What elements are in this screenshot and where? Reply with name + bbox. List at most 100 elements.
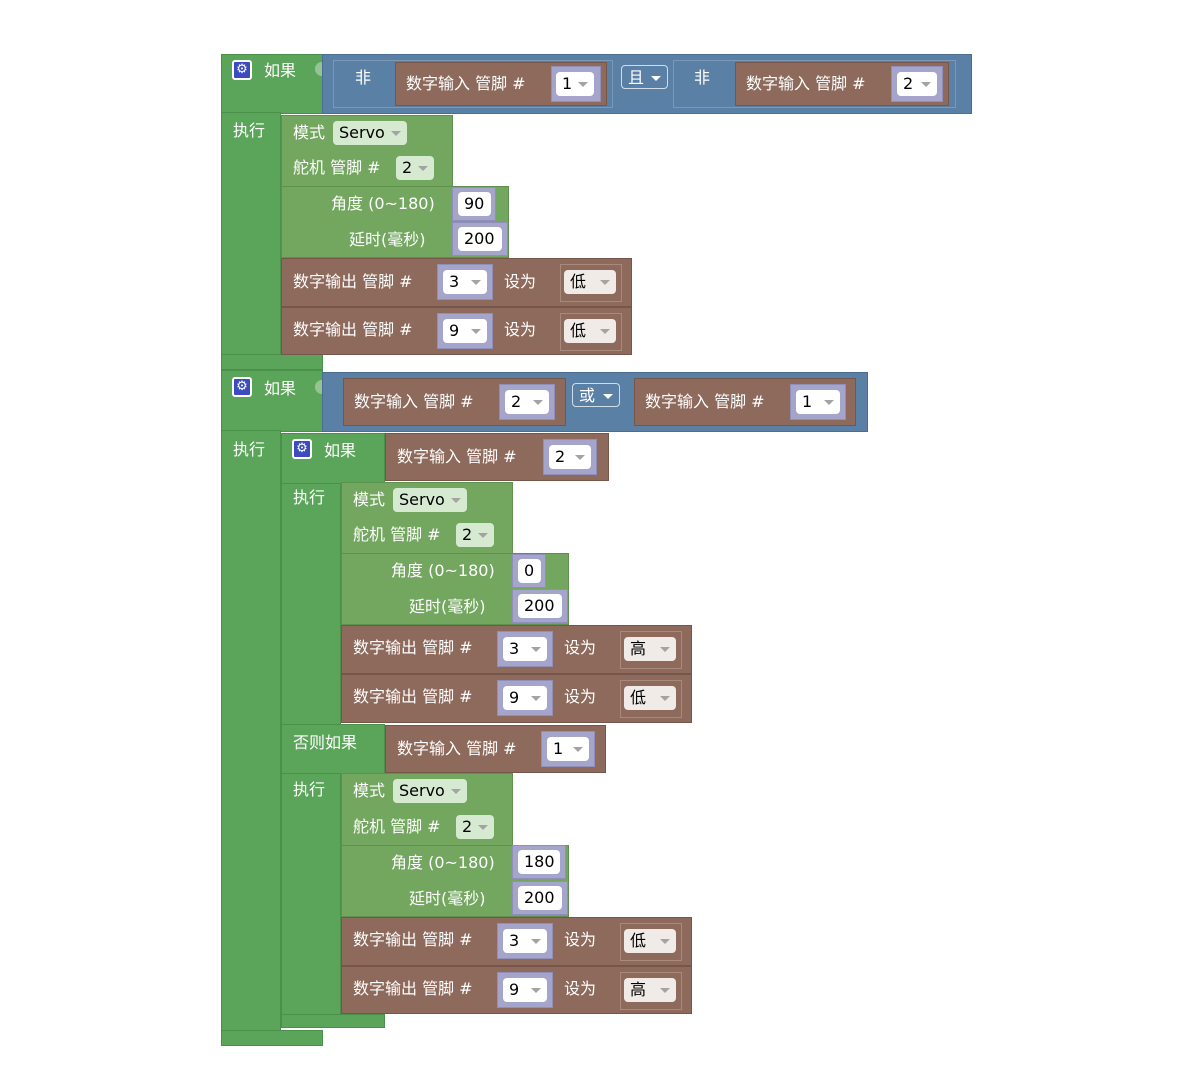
delay-label: 延时(毫秒) <box>409 597 486 616</box>
pin-dropdown[interactable]: 3 <box>503 929 547 953</box>
mode-dropdown[interactable]: Servo <box>333 121 407 145</box>
pin-dropdown[interactable]: 2 <box>549 445 591 469</box>
gear-icon[interactable]: ⚙ <box>232 60 252 80</box>
pin-dropdown[interactable]: 1 <box>547 737 589 761</box>
chevron-down-icon <box>531 647 541 652</box>
angle-input[interactable]: 0 <box>518 559 541 583</box>
level-dropdown[interactable]: 高 <box>624 637 676 661</box>
digital-read-label: 数字输入 管脚 # <box>397 739 517 758</box>
digital-write-label: 数字输出 管脚 # <box>293 272 413 291</box>
pin-dropdown[interactable]: 2 <box>505 390 549 414</box>
mode-label: 模式 <box>293 123 326 142</box>
pin-dropdown[interactable]: 9 <box>443 319 487 343</box>
level-dropdown[interactable]: 低 <box>564 270 616 294</box>
chevron-down-icon <box>578 82 588 87</box>
inner-if-footer <box>281 1014 385 1028</box>
chevron-down-icon <box>921 82 931 87</box>
not-label: 非 <box>355 68 372 87</box>
chevron-down-icon <box>533 400 543 405</box>
do-label: 执行 <box>233 121 266 140</box>
servo-pin-dropdown[interactable]: 2 <box>456 815 494 839</box>
level-dropdown[interactable]: 低 <box>624 686 676 710</box>
gear-icon[interactable]: ⚙ <box>292 439 312 459</box>
inner-elseif-row <box>281 724 385 774</box>
level-dropdown[interactable]: 高 <box>624 978 676 1002</box>
chevron-down-icon <box>660 988 670 993</box>
chevron-down-icon <box>660 647 670 652</box>
gear-icon[interactable]: ⚙ <box>232 377 252 397</box>
mode-dropdown[interactable]: Servo <box>393 488 467 512</box>
delay-input[interactable]: 200 <box>458 227 502 251</box>
do-label: 执行 <box>293 488 326 507</box>
chevron-down-icon <box>471 280 481 285</box>
angle-input[interactable]: 180 <box>518 850 560 874</box>
delay-input[interactable]: 200 <box>518 594 562 618</box>
input-notch <box>315 380 322 394</box>
chevron-down-icon <box>600 329 610 334</box>
chevron-down-icon <box>471 329 481 334</box>
servo-pin-dropdown[interactable]: 2 <box>396 156 434 180</box>
else-if-label: 否则如果 <box>293 733 358 752</box>
input-notch <box>315 62 322 76</box>
chevron-down-icon <box>824 400 834 405</box>
servo-pin-label: 舵机 管脚 # <box>353 817 441 836</box>
chevron-down-icon <box>575 455 585 460</box>
pin-dropdown[interactable]: 1 <box>796 390 840 414</box>
mode-label: 模式 <box>353 781 386 800</box>
angle-input[interactable]: 90 <box>458 192 491 216</box>
mode-label: 模式 <box>353 490 386 509</box>
servo-pin-label: 舵机 管脚 # <box>293 158 381 177</box>
digital-write-label: 数字输出 管脚 # <box>353 687 473 706</box>
if-label: 如果 <box>264 61 297 80</box>
logic-op-dropdown[interactable]: 且 <box>621 65 668 89</box>
set-to-label: 设为 <box>564 979 597 998</box>
delay-label: 延时(毫秒) <box>349 230 426 249</box>
delay-input[interactable]: 200 <box>518 886 562 910</box>
pin-dropdown[interactable]: 3 <box>443 270 487 294</box>
pin-dropdown[interactable]: 9 <box>503 978 547 1002</box>
pin-dropdown[interactable]: 9 <box>503 686 547 710</box>
angle-label: 角度 (0~180) <box>391 853 495 872</box>
digital-write-label: 数字输出 管脚 # <box>353 930 473 949</box>
digital-read-label: 数字输入 管脚 # <box>406 74 526 93</box>
chevron-down-icon <box>600 280 610 285</box>
chevron-down-icon <box>531 988 541 993</box>
chevron-down-icon <box>478 825 488 830</box>
digital-read-label: 数字输入 管脚 # <box>645 392 765 411</box>
chevron-down-icon <box>660 696 670 701</box>
digital-write-label: 数字输出 管脚 # <box>293 320 413 339</box>
angle-label: 角度 (0~180) <box>331 194 435 213</box>
level-dropdown[interactable]: 低 <box>624 929 676 953</box>
chevron-down-icon <box>478 533 488 538</box>
if-label: 如果 <box>264 379 297 398</box>
if-block-2-spine <box>221 430 281 1036</box>
delay-label: 延时(毫秒) <box>409 889 486 908</box>
chevron-down-icon <box>391 131 401 136</box>
servo-pin-label: 舵机 管脚 # <box>353 525 441 544</box>
digital-read-label: 数字输入 管脚 # <box>354 392 474 411</box>
chevron-down-icon <box>651 76 661 81</box>
do-label: 执行 <box>293 780 326 799</box>
angle-label: 角度 (0~180) <box>391 561 495 580</box>
chevron-down-icon <box>418 166 428 171</box>
pin-dropdown[interactable]: 1 <box>556 72 594 96</box>
pin-dropdown[interactable]: 3 <box>503 637 547 661</box>
set-to-label: 设为 <box>564 930 597 949</box>
chevron-down-icon <box>451 789 461 794</box>
chevron-down-icon <box>531 939 541 944</box>
if-block-1-spine <box>221 112 281 368</box>
set-to-label: 设为 <box>564 687 597 706</box>
logic-op-dropdown[interactable]: 或 <box>572 383 620 407</box>
mode-dropdown[interactable]: Servo <box>393 779 467 803</box>
level-dropdown[interactable]: 低 <box>564 319 616 343</box>
do-label: 执行 <box>233 440 266 459</box>
if-label: 如果 <box>324 441 357 460</box>
digital-write-label: 数字输出 管脚 # <box>353 638 473 657</box>
chevron-down-icon <box>531 696 541 701</box>
set-to-label: 设为 <box>564 638 597 657</box>
servo-pin-dropdown[interactable]: 2 <box>456 523 494 547</box>
chevron-down-icon <box>451 498 461 503</box>
not-label: 非 <box>694 68 711 87</box>
pin-dropdown[interactable]: 2 <box>897 72 937 96</box>
chevron-down-icon <box>660 939 670 944</box>
